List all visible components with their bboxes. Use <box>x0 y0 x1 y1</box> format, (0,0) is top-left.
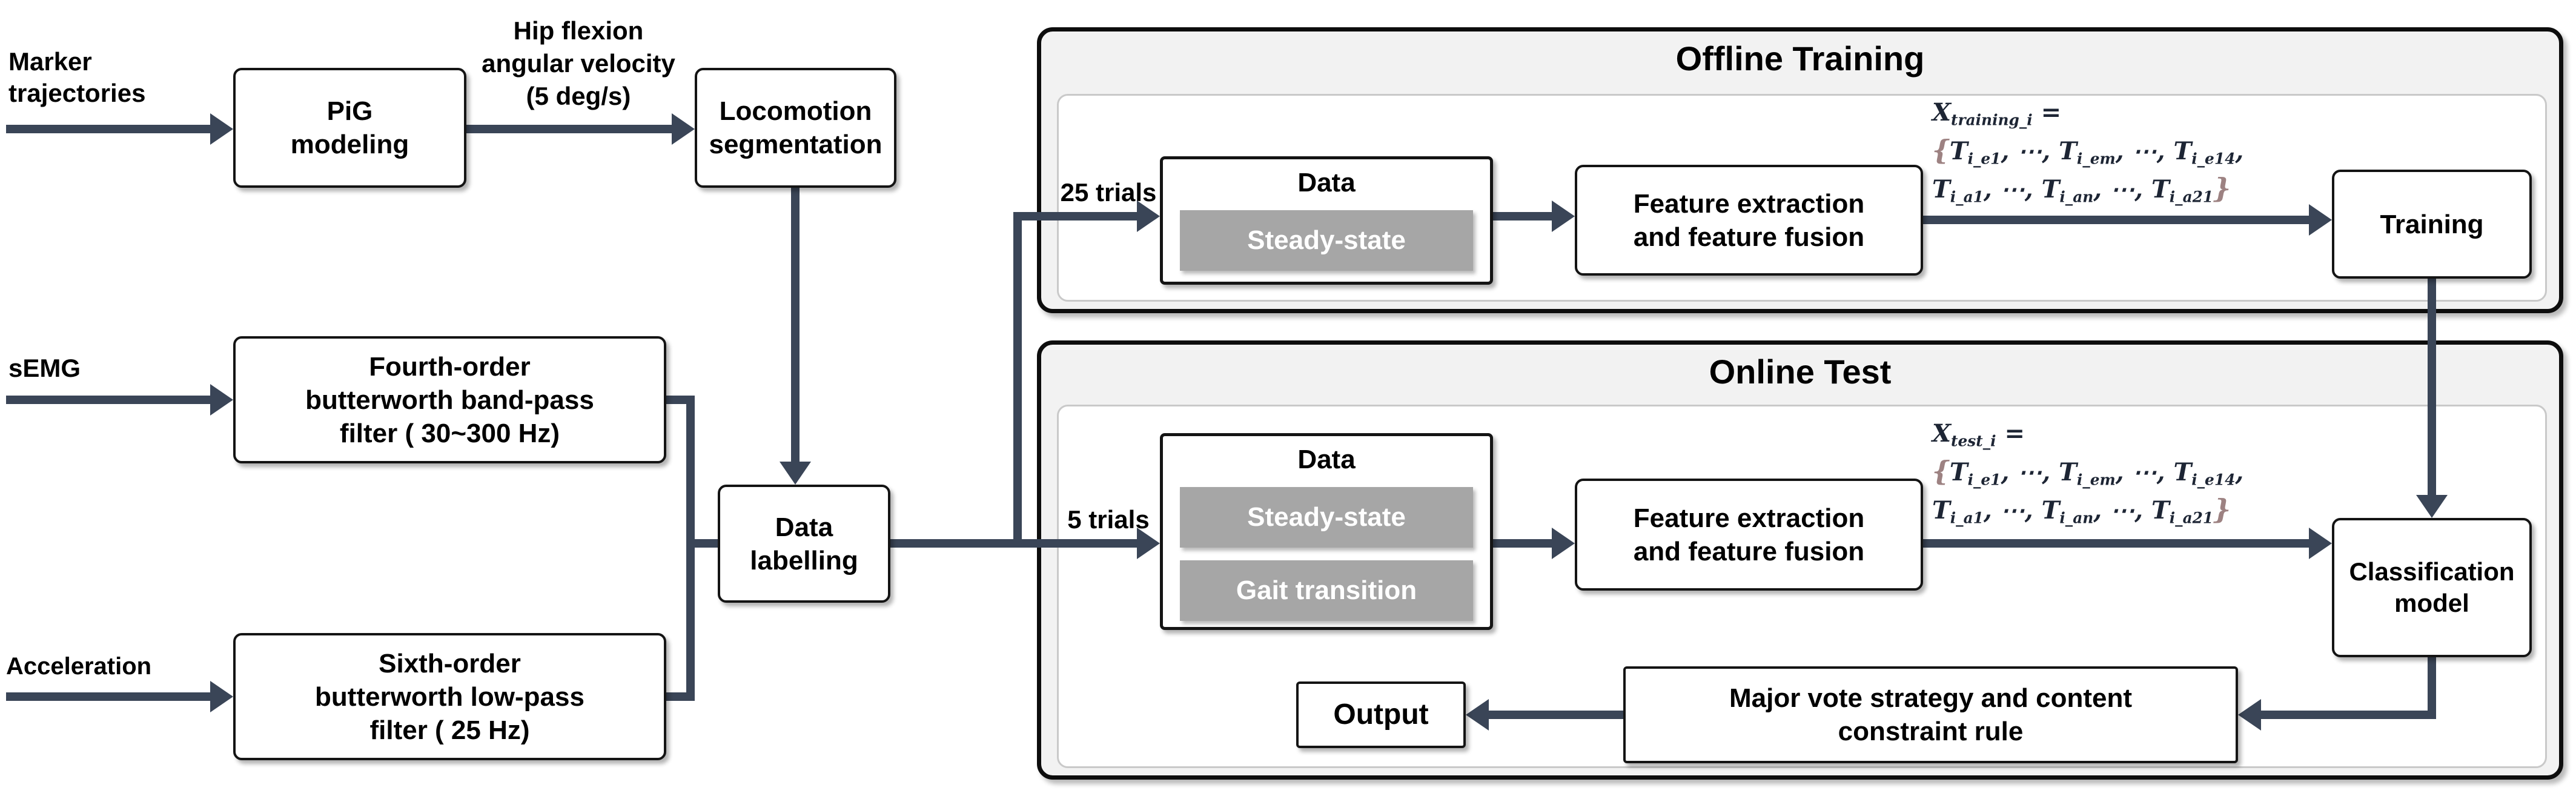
classification-model-box: Classification model <box>2332 518 2532 657</box>
online-gait-transition-item: Gait transition <box>1180 560 1473 621</box>
locomotion-segmentation-label: Locomotion segmentation <box>709 96 882 159</box>
semg-label: sEMG <box>8 354 81 382</box>
arrow-acceleration-to-lowpass-line <box>6 692 210 701</box>
online-data-box: Data Steady-state Gait transition <box>1160 433 1493 630</box>
major-vote-label: Major vote strategy and content constrai… <box>1729 683 2132 746</box>
arrow-acceleration-to-lowpass-head <box>210 681 233 712</box>
pig-modeling-box: PiG modeling <box>233 68 466 188</box>
data-labelling-label: Data labelling <box>750 512 858 575</box>
offline-feature-extraction-label: Feature extraction and feature fusion <box>1633 188 1865 252</box>
arrow-training-to-classification-line <box>2428 279 2436 496</box>
classification-to-majorvote-line <box>2261 711 2436 719</box>
offline-trials-label: 25 trials <box>1060 178 1157 207</box>
data-labelling-box: Data labelling <box>718 485 890 603</box>
online-feature-extraction-label: Feature extraction and feature fusion <box>1633 503 1865 566</box>
offline-data-box: Data Steady-state <box>1160 156 1493 285</box>
arrow-into-output-head <box>1466 699 1489 731</box>
online-test-title: Online Test <box>1709 353 1892 391</box>
branch-to-offline-line <box>1018 212 1137 220</box>
acceleration-label: Acceleration <box>6 653 152 680</box>
arrow-marker-to-pig-head <box>210 113 233 145</box>
arrow-online-data-to-feature-line <box>1493 539 1552 548</box>
marker-trajectories-label: Marker trajectories <box>8 47 146 108</box>
arrow-offline-data-to-feature-line <box>1493 212 1552 220</box>
arrow-feature-to-classification-line <box>1923 539 2309 548</box>
online-steady-state-item: Steady-state <box>1180 487 1473 548</box>
arrow-pig-to-locomotion-line <box>466 125 672 133</box>
arrow-online-data-to-feature-head <box>1552 528 1575 559</box>
arrow-training-to-classification-head <box>2416 495 2448 518</box>
bandpass-filter-box: Fourth-order butterworth band-pass filte… <box>233 336 666 463</box>
online-feature-vector-formula: Xtest_i ={Ti_e1, ⋯, Ti_em, ⋯, Ti_e14,Ti_… <box>1932 419 2244 527</box>
training-label: Training <box>2380 209 2484 239</box>
branch-bus-line <box>1013 212 1022 548</box>
hip-flexion-velocity-label: Hip flexion angular velocity (5 deg/s) <box>482 16 675 110</box>
arrow-into-online-data-head <box>1137 528 1160 559</box>
classification-output-vline <box>2428 657 2436 719</box>
online-data-box-title: Data <box>1297 445 1356 474</box>
arrow-offline-data-to-feature-head <box>1552 201 1575 232</box>
arrow-into-majorvote-head <box>2238 699 2261 731</box>
arrow-locomotion-to-labelling-line <box>791 188 800 462</box>
offline-data-box-title: Data <box>1297 168 1356 197</box>
filters-merge-bus <box>686 396 695 701</box>
arrow-into-offline-data-head <box>1137 201 1160 232</box>
online-trials-label: 5 trials <box>1067 505 1150 534</box>
pig-modeling-label: PiG modeling <box>290 96 409 159</box>
offline-feature-vector-formula: Xtraining_i ={Ti_e1, ⋯, Ti_em, ⋯, Ti_e14… <box>1932 98 2244 206</box>
lowpass-filter-box: Sixth-order butterworth low-pass filter … <box>233 633 666 760</box>
classification-model-label: Classification model <box>2349 557 2515 618</box>
locomotion-segmentation-box: Locomotion segmentation <box>695 68 896 188</box>
majorvote-to-output-line <box>1489 711 1623 719</box>
offline-steady-state-item: Steady-state <box>1180 210 1473 271</box>
major-vote-box: Major vote strategy and content constrai… <box>1623 666 2238 763</box>
output-label: Output <box>1333 698 1429 731</box>
arrow-semg-to-bandpass-line <box>6 396 210 404</box>
arrow-feature-to-training-head <box>2309 204 2332 236</box>
lowpass-filter-label: Sixth-order butterworth low-pass filter … <box>315 648 584 745</box>
offline-training-title: Offline Training <box>1675 39 1925 78</box>
training-box: Training <box>2332 170 2532 279</box>
arrow-feature-to-classification-head <box>2309 528 2332 559</box>
online-feature-extraction-box: Feature extraction and feature fusion <box>1575 479 1923 591</box>
merge-to-labelling-line <box>686 539 718 548</box>
output-box: Output <box>1296 681 1466 748</box>
arrow-feature-to-training-line <box>1923 216 2309 224</box>
offline-feature-extraction-box: Feature extraction and feature fusion <box>1575 165 1923 276</box>
arrow-locomotion-to-labelling-head <box>780 462 811 485</box>
arrow-semg-to-bandpass-head <box>210 384 233 416</box>
arrow-marker-to-pig-line <box>6 125 210 133</box>
arrow-pig-to-locomotion-head <box>672 113 695 145</box>
bandpass-filter-label: Fourth-order butterworth band-pass filte… <box>305 351 594 448</box>
